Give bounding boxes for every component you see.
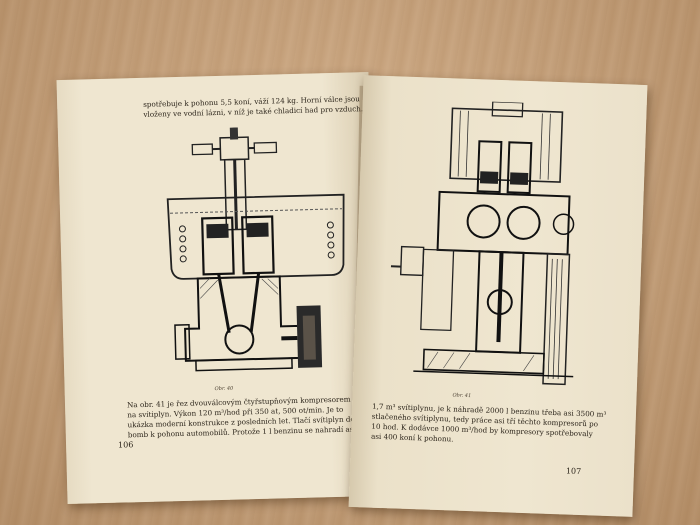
left-figure-caption: Obr. 40 bbox=[214, 385, 234, 393]
left-page: spotřebuje k pohonu 5,5 koní, váží 124 k… bbox=[56, 71, 380, 505]
right-figure-caption: Obr. 41 bbox=[452, 392, 472, 400]
compressor-drawing-figure-40 bbox=[154, 124, 361, 389]
right-page: Obr. 41 1,7 m³ svítiplynu, je k náhradě … bbox=[348, 75, 648, 517]
left-page-number: 106 bbox=[117, 440, 134, 450]
compressor-drawing-figure-41 bbox=[383, 98, 603, 395]
right-body-line-4: asi 400 koní k pohonu. bbox=[370, 431, 454, 444]
right-page-number: 107 bbox=[565, 466, 582, 477]
